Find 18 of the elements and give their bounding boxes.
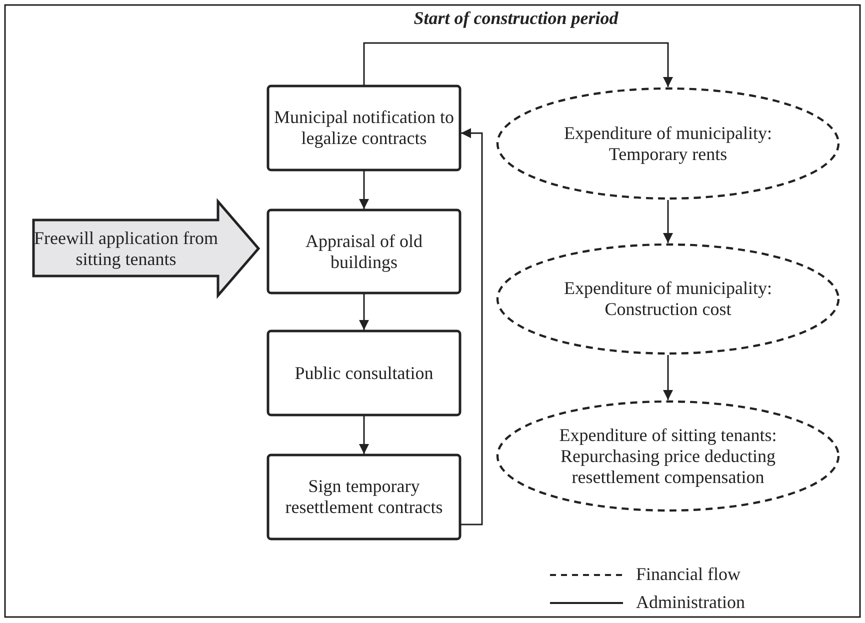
arrow [363,42,673,87]
node-text: Appraisal of old buildings [304,230,424,272]
legend-text: Financial flow [636,564,740,585]
legend-text: Administration [636,592,745,613]
arrow [359,171,369,209]
node-text: Sign temporary resettlement contracts [284,476,444,518]
arrow [663,355,673,400]
node-text: Municipal notification to legalize contracts [274,107,454,149]
arrow [461,128,483,526]
edge-label: Start of construction period [412,8,620,29]
node-text: Freewill application from sitting tenants [33,228,219,270]
node-text: Expenditure of sitting tenants: Repurchasing price deducting resettlement compensation [558,424,778,488]
arrow [663,200,673,243]
arrow [359,294,369,330]
node-text: Expenditure of municipality: Construction cost [563,278,773,320]
node-text: Expenditure of municipality: Temporary rents [563,122,773,164]
node-text: Public consultation [294,362,434,384]
arrow [359,416,369,454]
